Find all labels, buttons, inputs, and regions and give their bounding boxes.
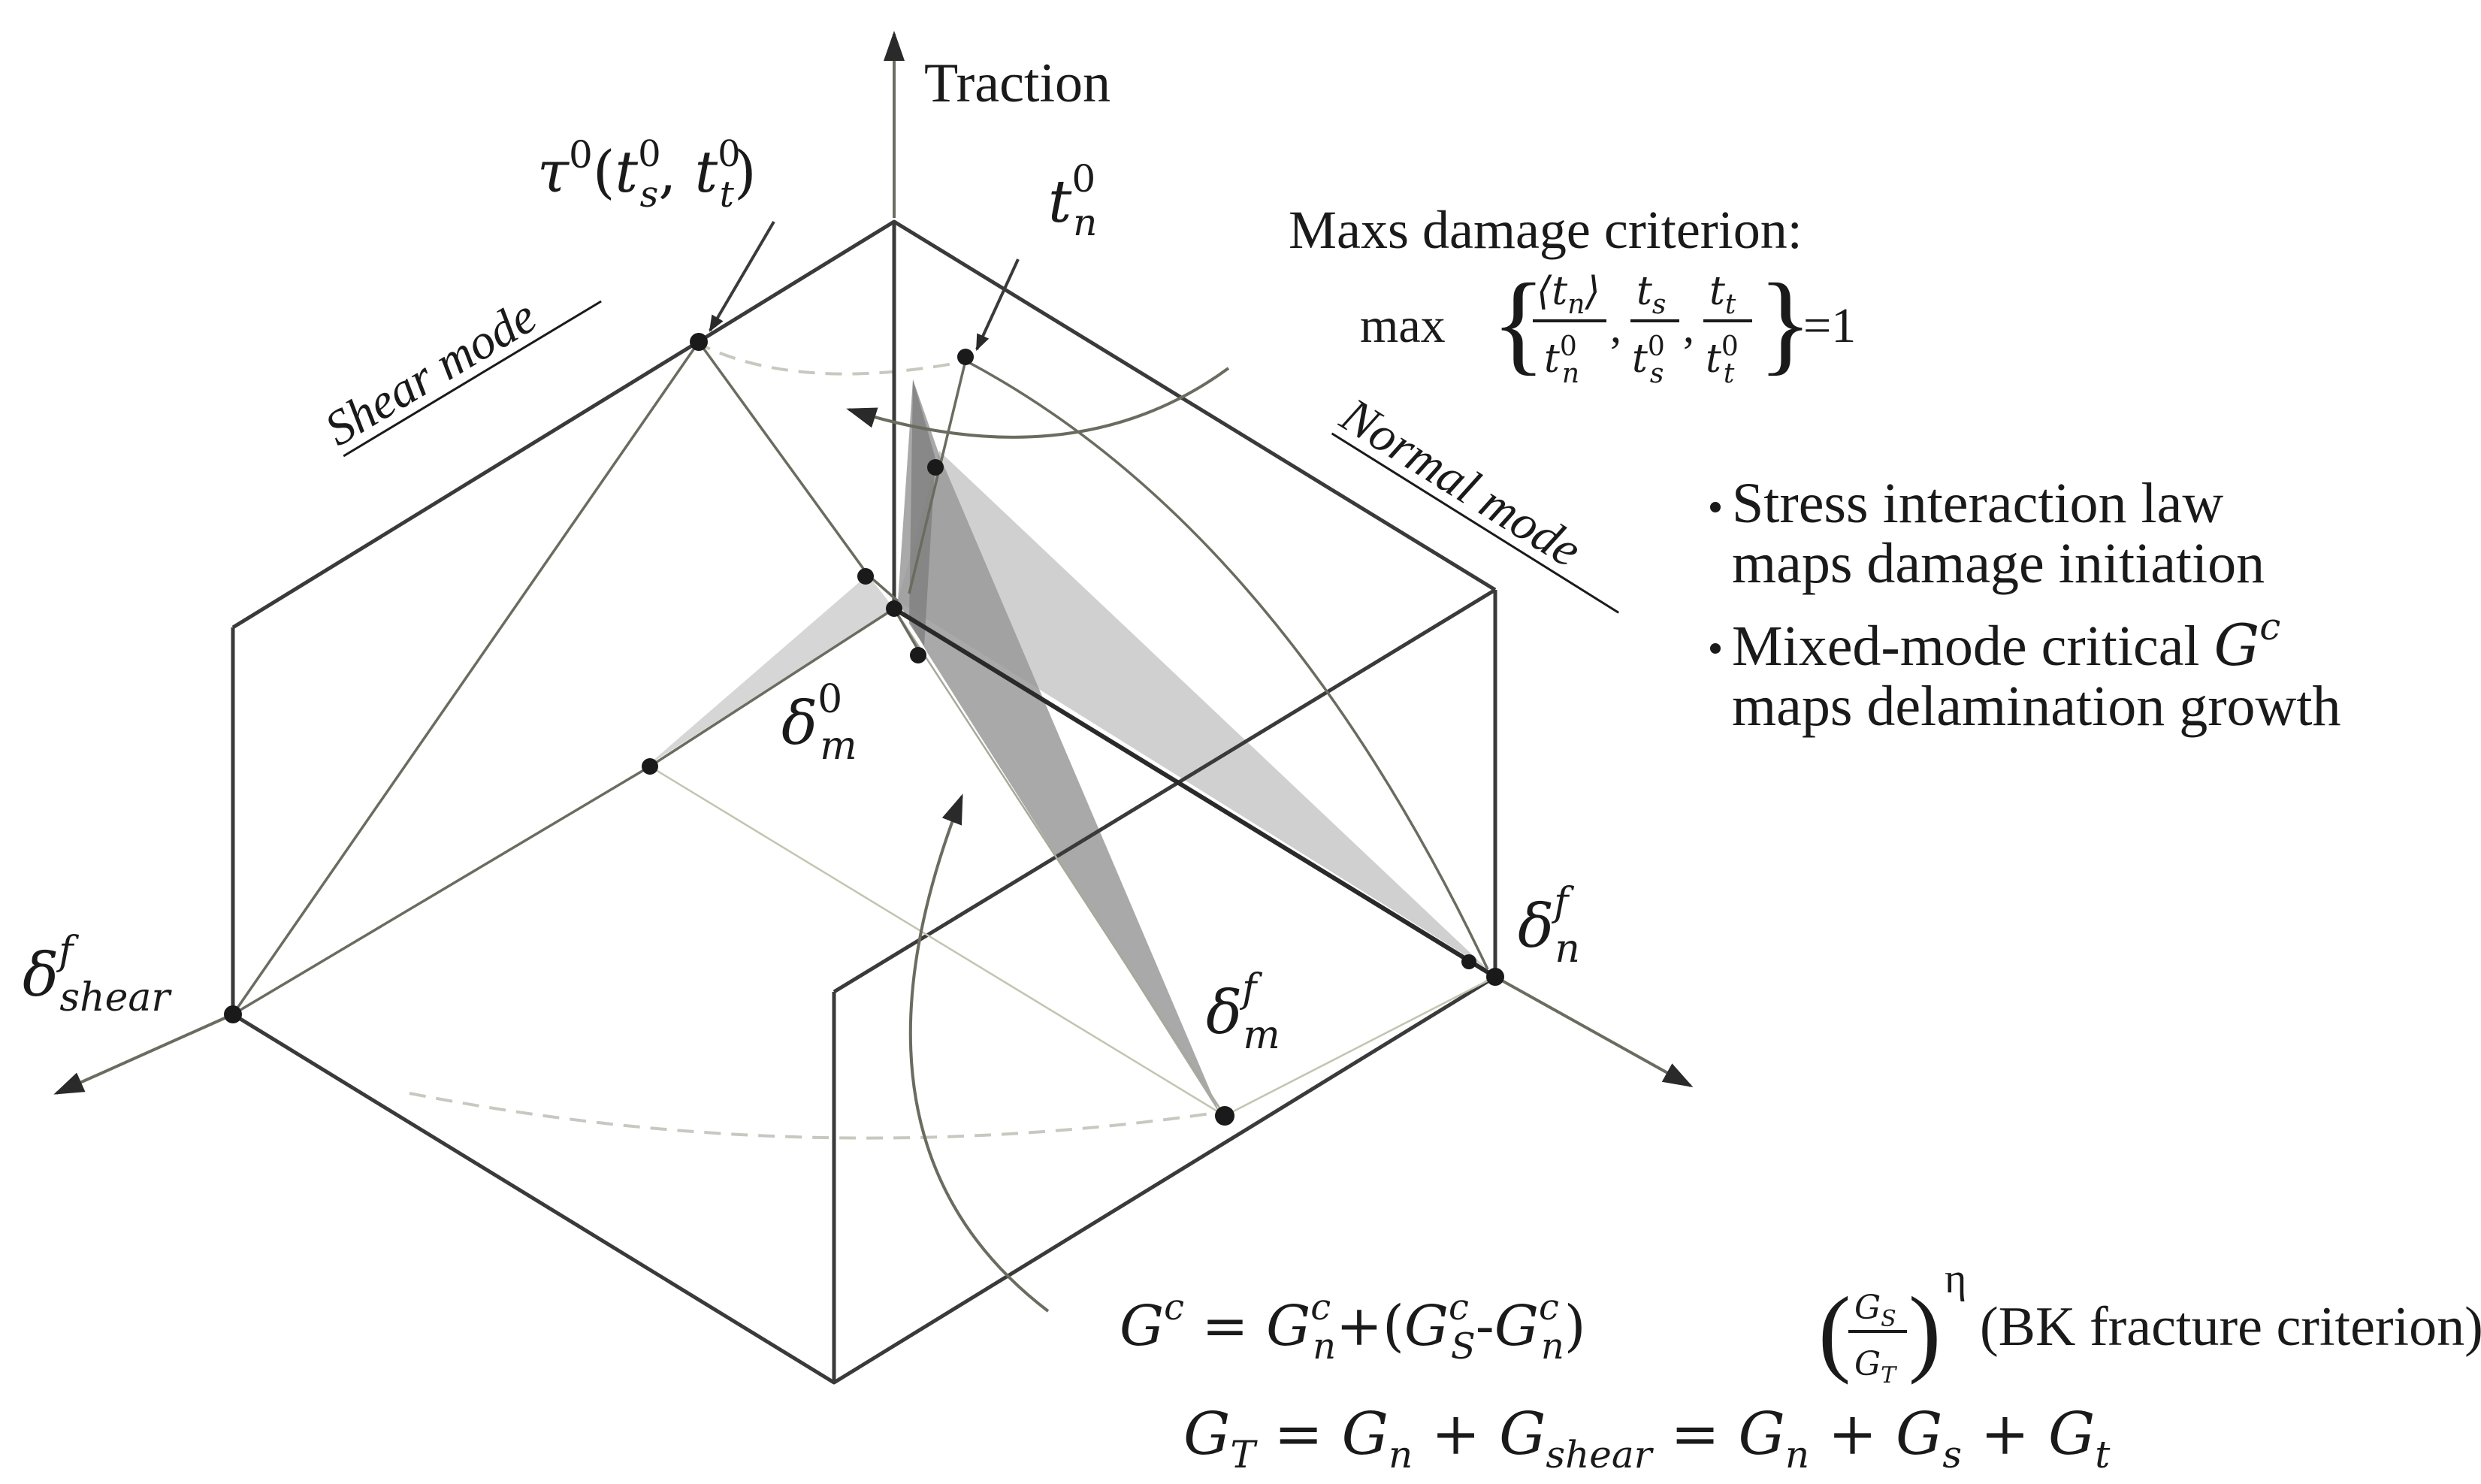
normal-mode-surface	[898, 451, 1488, 969]
shear-mode-label: Shear mode	[316, 289, 545, 457]
shear-axis	[53, 1013, 234, 1095]
crit-f3-num: tt	[1709, 269, 1736, 320]
node-dmf	[1215, 1106, 1234, 1126]
tn0-pointer	[975, 258, 1020, 351]
tau0-open: (	[593, 138, 615, 205]
tau0-pointer	[709, 220, 775, 332]
node-dshear	[224, 1005, 242, 1023]
node-dm0	[910, 647, 926, 663]
criterion-max: max	[1360, 298, 1446, 353]
bullet-2-line2: maps delamination growth	[1732, 675, 2341, 738]
node-origin	[886, 600, 902, 617]
criterion-equals: =1	[1803, 298, 1856, 353]
dm0-delta: δ	[781, 688, 817, 758]
bullet-1-line1: Stress interaction law	[1732, 472, 2223, 535]
bullet-1-line2: maps damage initiation	[1732, 532, 2265, 595]
bk-pointer	[908, 793, 1050, 1313]
tn0-sub: n	[1073, 201, 1097, 244]
criterion-title: Maxs damage criterion:	[1289, 200, 1803, 260]
node-tn0	[957, 349, 974, 365]
normal-axis	[1494, 975, 1694, 1087]
bk-frac-num: GS	[1854, 1289, 1896, 1332]
mixed-mode-surface-dark	[909, 379, 935, 646]
criterion-brace-open: {	[1491, 261, 1546, 385]
dnf-sup: f	[1551, 880, 1574, 925]
tn0-sup: 0	[1071, 157, 1095, 201]
crit-f1-num: ⟨tn⟩	[1537, 269, 1600, 320]
box-diagonal-normal	[893, 606, 1497, 979]
nodes	[224, 333, 1504, 1126]
crit-comma-2: ,	[1683, 302, 1694, 352]
dshear-sup: f	[56, 929, 79, 974]
normal-mode-label: Normal mode	[1331, 387, 1591, 578]
bullet-dot-1	[1710, 502, 1721, 512]
node-dnf	[1486, 968, 1504, 986]
total-formula: GT = Gn + Gshear = Gn + Gs + Gt	[1183, 1401, 2111, 1476]
bk-paren-close: )	[1908, 1277, 1941, 1386]
dmf-delta: δ	[1206, 978, 1242, 1047]
bullet-dot-2	[1710, 643, 1721, 654]
box-outline	[231, 219, 1497, 1385]
tau0-close: )	[734, 138, 757, 205]
dshear-delta: δ	[23, 940, 59, 1010]
bullet-list: Stress interaction law maps damage initi…	[1710, 472, 2341, 738]
tau0-symbol: τ	[537, 138, 570, 205]
dm0-sup: 0	[817, 677, 842, 722]
tau0-tt: t	[695, 138, 718, 205]
tau0-sup: 0	[569, 133, 593, 177]
node-shear-mid	[642, 758, 658, 775]
crit-comma-1: ,	[1610, 302, 1621, 352]
tau0-ts-sup: 0	[638, 133, 661, 175]
criterion-pointer	[846, 367, 1230, 439]
tau0-tt-sup: 0	[718, 133, 741, 175]
tau0-tt-sub: t	[720, 174, 735, 216]
mixed-mode-surface	[898, 379, 1221, 1116]
dashed-arc-bottom	[409, 1092, 1222, 1140]
traction-label: Traction	[924, 53, 1111, 114]
crit-f2-num: ts	[1636, 269, 1666, 320]
construction-lines	[231, 340, 1496, 1117]
node-dnf-inner	[1461, 954, 1476, 969]
bk-paren-open: (	[1818, 1277, 1851, 1386]
bk-frac-den: GT	[1854, 1345, 1897, 1389]
dmf-sub: m	[1243, 1013, 1280, 1058]
bk-label: (BK fracture criterion)	[1980, 1296, 2481, 1358]
criterion-brace-close: }	[1758, 261, 1812, 385]
shear-mode-surface	[646, 575, 894, 766]
tau0-ts-sub: s	[640, 174, 659, 216]
node-shear-peak	[857, 568, 874, 585]
dshear-sub: shear	[59, 975, 172, 1020]
dnf-delta: δ	[1518, 891, 1554, 961]
normal-mode-underline	[1331, 432, 1619, 614]
dashed-arc-top	[694, 340, 970, 376]
tau0-comma: ,	[658, 138, 694, 205]
bk-exponent: η	[1945, 1256, 1966, 1302]
dmf-sup: f	[1239, 966, 1262, 1011]
bullet-2-line1: Mixed-mode critical Gc	[1732, 605, 2280, 679]
dm0-sub: m	[820, 724, 857, 769]
tn0-t: t	[1048, 168, 1072, 236]
node-normal-peak	[927, 459, 944, 476]
normal-mode-label-group: Normal mode	[1331, 387, 1619, 614]
dnf-sub: n	[1555, 926, 1580, 972]
tau0-ts: t	[615, 138, 639, 205]
node-tau0	[690, 333, 708, 351]
shear-mode-underline	[343, 300, 602, 458]
